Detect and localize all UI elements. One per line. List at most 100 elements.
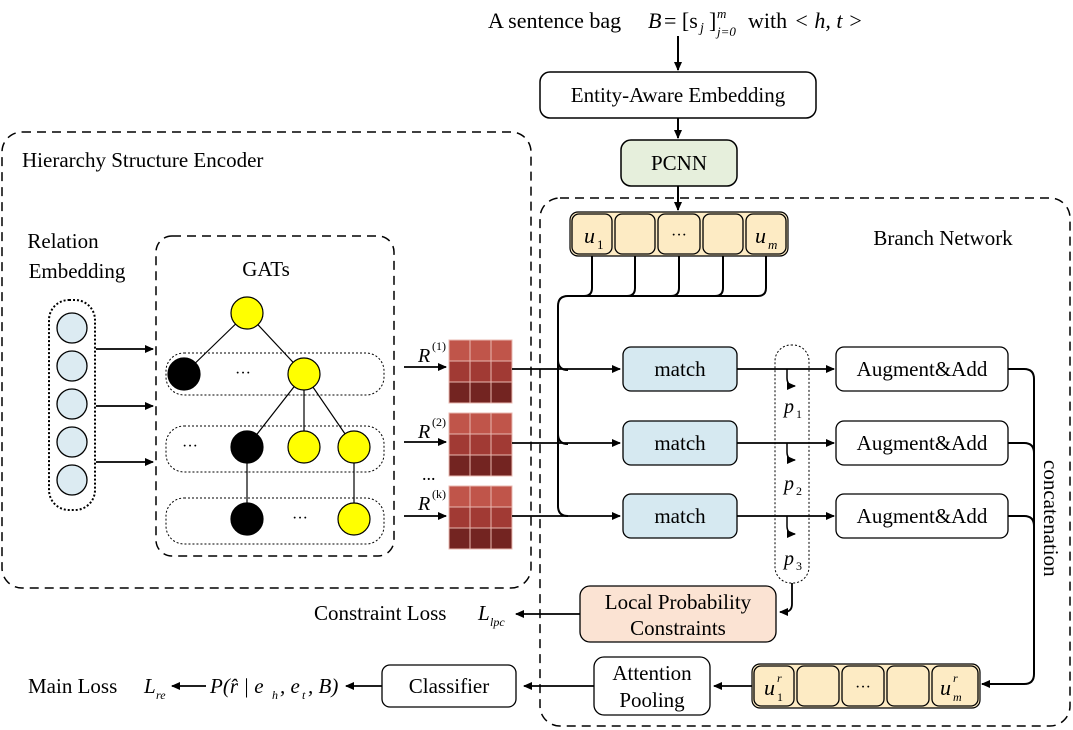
r1-label: R (417, 345, 430, 367)
matrix-cell (469, 433, 492, 456)
token-ellipsis: ··· (671, 227, 687, 244)
tree-edges (183, 312, 355, 519)
r-dots: ... (422, 464, 436, 484)
matrix-cell (448, 433, 471, 456)
level3-node-yellow (337, 502, 371, 536)
prob-expr-end: , B) (308, 674, 338, 698)
prob-expr-t: t (302, 688, 306, 702)
matrix-cell (448, 412, 471, 435)
pcnn-label: PCNN (651, 151, 707, 175)
matrix-cell (448, 506, 471, 529)
level3-ellipsis: ··· (292, 510, 308, 527)
rk-label: R (417, 493, 430, 515)
matrix-cell (448, 360, 471, 383)
augment-box-1: Augment&Add (835, 346, 1009, 392)
level1-ellipsis: ··· (235, 365, 251, 382)
p3-sub: 3 (796, 559, 802, 573)
gats-region (155, 235, 395, 557)
input-formula-text: = [s (664, 8, 698, 33)
matrix-cell (469, 506, 492, 529)
relation-matrix-2 (448, 412, 513, 477)
match-box-2: match (622, 420, 738, 466)
sentence-token-row: u 1 ··· u m (569, 211, 789, 257)
input-superscript-m: m (717, 6, 726, 21)
local-probability-constraints-box: Local Probability Constraints (579, 585, 777, 643)
augment-label-2: Augment&Add (857, 431, 988, 455)
relation-embedding-label-1: Relation (27, 229, 99, 253)
p1-sub: 1 (796, 407, 802, 421)
matrix-cell (490, 360, 513, 383)
classifier-box: Classifier (381, 664, 517, 708)
input-tuple: < h, t > (794, 8, 863, 33)
prob-expr-h: h (272, 688, 278, 702)
pcnn-box: PCNN (620, 139, 738, 187)
matrix-cell (490, 381, 513, 404)
classifier-label: Classifier (409, 674, 489, 698)
p2-sub: 2 (796, 484, 802, 498)
level2-ellipsis: ··· (182, 438, 198, 455)
token-u1: u (584, 223, 595, 248)
input-close-bracket: ] (709, 8, 716, 33)
token-ur1-sup: r (777, 671, 782, 685)
match-box-1: match (622, 346, 738, 392)
relation-matrix-k (448, 485, 513, 550)
hierarchy-encoder-region (1, 131, 532, 589)
attention-label-1: Attention (612, 661, 692, 685)
branch-network-region (539, 197, 1071, 727)
match-label-3: match (654, 504, 706, 528)
probability-column (774, 344, 810, 584)
augment-box-3: Augment&Add (835, 493, 1009, 539)
matrix-cell (490, 527, 513, 550)
p2-label: p (782, 473, 794, 495)
prob-expr-main: P(r̂ | e (209, 674, 264, 698)
token-um-sub: m (768, 237, 777, 252)
token-urm-sup: r (953, 671, 958, 685)
p3-label: p (782, 548, 794, 570)
matrix-cell (490, 433, 513, 456)
level2-node-yellow-b (337, 430, 371, 464)
matrix-cell (490, 412, 513, 435)
matrix-cell (448, 339, 471, 362)
matrix-cell (469, 381, 492, 404)
relation-embedding-label-2: Embedding (29, 259, 126, 283)
tree-nodes (167, 296, 371, 536)
entity-aware-embedding-box: Entity-Aware Embedding (539, 71, 817, 119)
level3-node-black (230, 502, 264, 536)
augment-label-3: Augment&Add (857, 504, 988, 528)
r2-sup: (2) (432, 415, 446, 429)
matrix-cell (490, 485, 513, 508)
augment-label-1: Augment&Add (857, 357, 988, 381)
token-ur1: u (764, 675, 775, 700)
matrix-cell (490, 454, 513, 477)
root-node (230, 296, 264, 330)
level2-node-yellow-a (287, 430, 321, 464)
token-u1-sub: 1 (597, 237, 604, 252)
matrix-cell (490, 506, 513, 529)
constraint-loss-sub: lpc (490, 615, 505, 629)
matrix-cell (448, 454, 471, 477)
hierarchy-level-1 (165, 352, 385, 396)
local-prob-label-1: Local Probability (605, 590, 752, 614)
concatenation-bus (981, 368, 1035, 688)
token-r-ellipsis: ··· (855, 679, 871, 696)
input-b-symbol: B (648, 8, 661, 33)
attention-pooling-box: Attention Pooling (593, 656, 711, 716)
concatenation-label: concatenation (1039, 460, 1063, 577)
input-prefix-text: A sentence bag (488, 8, 621, 33)
level1-node-black (167, 357, 201, 391)
level2-node-black (230, 430, 264, 464)
rk-sup: (k) (432, 487, 446, 501)
input-index-j: j (698, 21, 704, 36)
relation-embedding-vector (48, 299, 96, 511)
matrix-cell (469, 527, 492, 550)
level1-node-yellow (287, 357, 321, 391)
main-loss-symbol: L (143, 674, 156, 698)
matrix-cell (469, 454, 492, 477)
token-um: u (755, 223, 766, 248)
local-prob-label-2: Constraints (630, 616, 726, 640)
matrix-cell (469, 412, 492, 435)
matrix-cell (490, 339, 513, 362)
match-label-2: match (654, 431, 706, 455)
token-ur1-sub: 1 (777, 690, 783, 704)
